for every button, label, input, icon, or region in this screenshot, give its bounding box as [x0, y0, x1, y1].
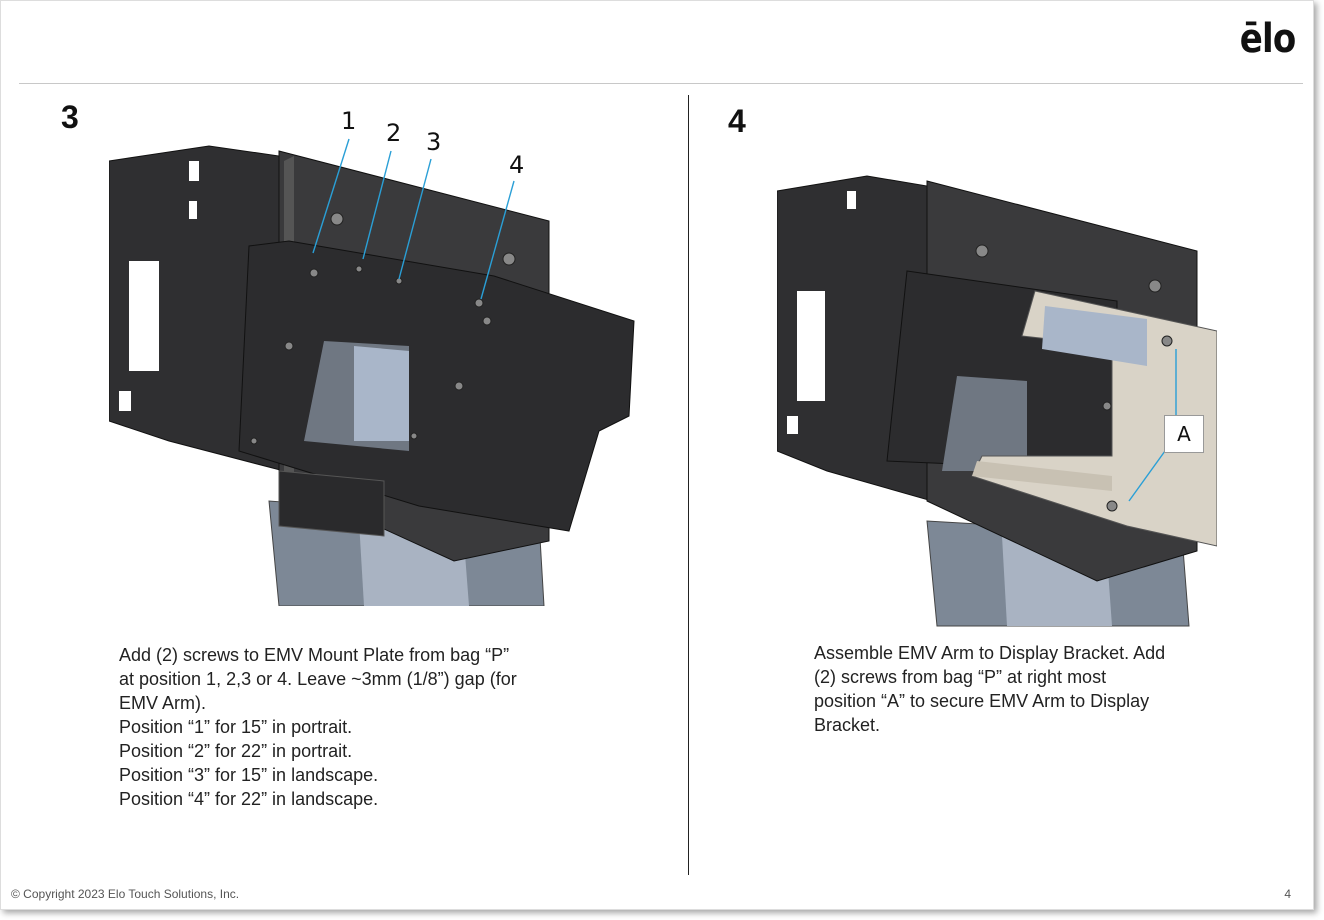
step-3-line: Add (2) screws to EMV Mount Plate from b… — [119, 645, 510, 665]
step-4-line: (2) screws from bag “P” at right most — [814, 667, 1107, 687]
column-divider — [688, 95, 689, 875]
step-3-line: EMV Arm). — [119, 693, 207, 713]
callout-3: 3 — [426, 128, 442, 156]
callout-a: A — [1177, 422, 1191, 446]
step-3-line: Position “1” for 15” in portrait. — [119, 717, 353, 737]
step-4-instructions: Assemble EMV Arm to Display Bracket. Add… — [814, 641, 1165, 737]
step-4-illustration — [777, 175, 1217, 627]
callout-a-box: A — [1164, 415, 1204, 453]
copyright: © Copyright 2023 Elo Touch Solutions, In… — [11, 887, 240, 901]
step-3-line: Position “3” for 15” in landscape. — [119, 765, 379, 785]
callout-1: 1 — [341, 107, 357, 135]
step-3-line: Position “4” for 22” in landscape. — [119, 789, 379, 809]
emv-mount-plate — [238, 240, 635, 532]
page-number: 4 — [1284, 887, 1291, 901]
callout-2: 2 — [386, 119, 402, 147]
step-3-line: Position “2” for 22” in portrait. — [119, 741, 353, 761]
step-3-line: at position 1, 2,3 or 4. Leave ~3mm (1/8… — [119, 669, 517, 689]
step-3-number: 3 — [61, 99, 79, 135]
step-4-callout-lines — [1128, 349, 1177, 502]
step-3-instructions: Add (2) screws to EMV Mount Plate from b… — [119, 643, 517, 811]
step-4-line: position “A” to secure EMV Arm to Displa… — [814, 691, 1150, 711]
header-rule — [19, 83, 1303, 84]
step-4-line: Assemble EMV Arm to Display Bracket. Add — [814, 643, 1166, 663]
elo-logo: ēlo — [1239, 16, 1295, 62]
step-3-callout-lines — [312, 138, 515, 300]
step-4-number: 4 — [728, 103, 746, 139]
callout-4: 4 — [509, 151, 525, 179]
step-4-line: Bracket. — [814, 715, 881, 735]
step-3-illustration — [109, 145, 635, 606]
